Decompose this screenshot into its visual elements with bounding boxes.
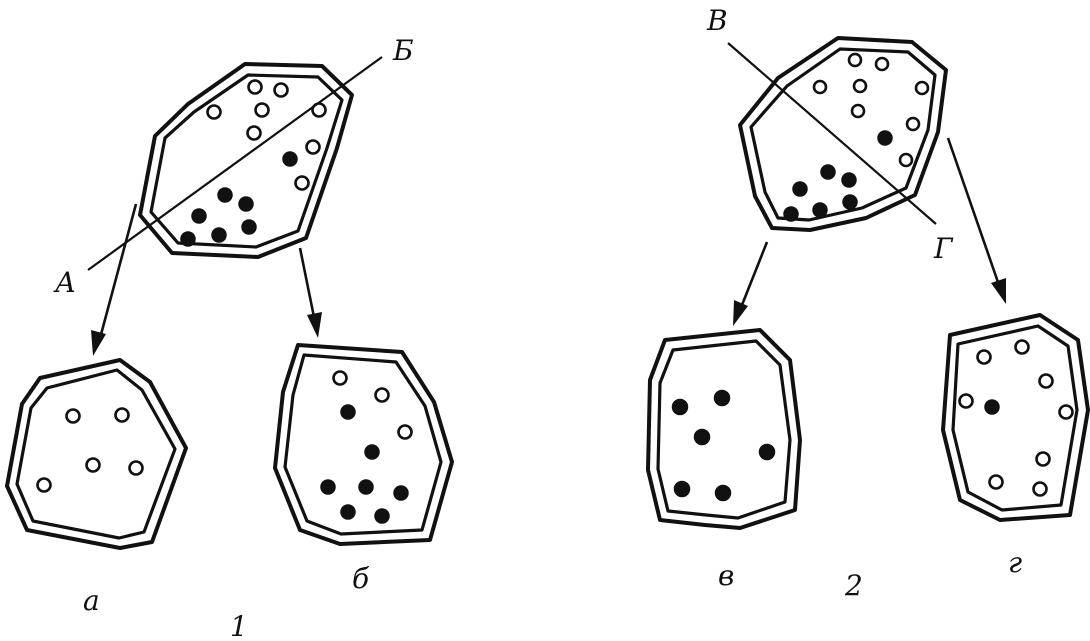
daughter-cell-g [943,315,1088,520]
label-daughter-b: б [352,562,370,595]
arrow-to-a [91,204,136,356]
label-figure-1: 1 [230,610,248,641]
parent-2-filled-dots [784,131,892,221]
arrow-to-b [300,248,322,338]
parent-2-open-dots [814,54,928,166]
label-daughter-v: в [718,559,734,592]
label-line2-end: Г [933,232,954,265]
label-line1-end: Б [392,34,414,67]
label-line2-start: В [706,4,728,37]
daughter-cell-b [275,345,452,544]
arrow-to-v [733,242,767,326]
daughter-cell-v [648,330,800,528]
label-figure-2: 2 [844,569,863,602]
label-line1-start: А [53,266,76,299]
arrow-to-g [948,138,1006,304]
parent-1-filled-dots [181,152,297,246]
parent-1-open-dots [208,81,326,190]
label-daughter-g: г [1008,546,1022,579]
cut-line-ab [88,57,382,270]
figure-2-parent-cell [740,38,946,230]
figure-1-parent-cell [140,64,352,257]
label-daughter-a: а [83,584,100,617]
daughter-cell-a [7,360,186,548]
cut-line-vg [728,43,936,224]
